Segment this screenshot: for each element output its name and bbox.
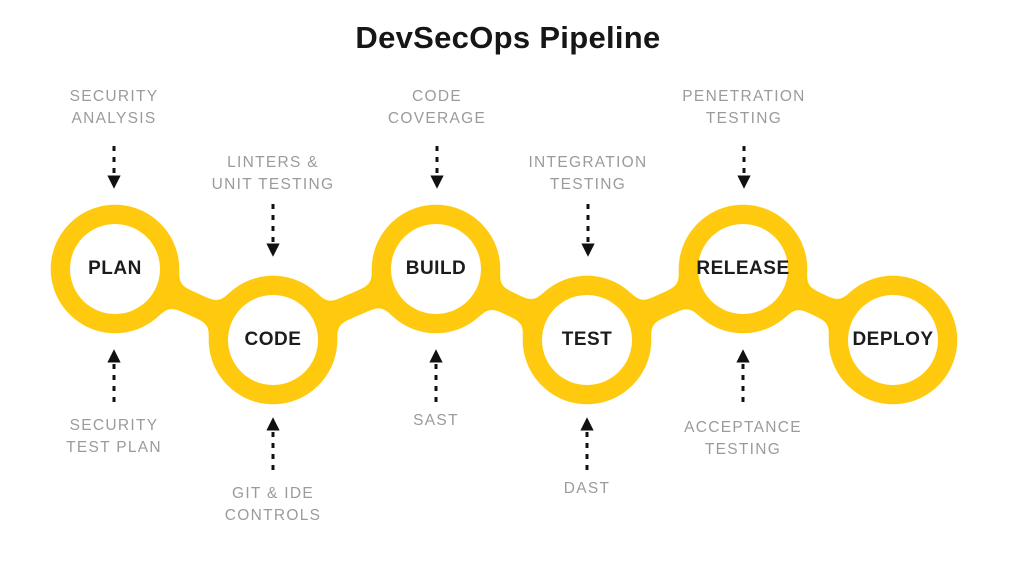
- annotation-sast: SAST: [321, 410, 551, 432]
- chain-links: [52, 206, 956, 403]
- annotation-line: LINTERS &: [227, 154, 319, 171]
- annotation-line: PENETRATION: [682, 88, 806, 105]
- annotation-line: ANALYSIS: [71, 110, 157, 127]
- stage-label-test: TEST: [561, 329, 613, 350]
- stage-hole-build: [391, 224, 481, 314]
- annotation-code-coverage: CODE COVERAGE: [322, 86, 552, 130]
- annotation-line: TESTING: [549, 176, 627, 193]
- stage-label-deploy: DEPLOY: [852, 329, 934, 350]
- annotation-integration-testing: INTEGRATION TESTING: [473, 152, 703, 196]
- stage-hole-test: [542, 295, 632, 385]
- chain-ring-holes: [70, 224, 938, 385]
- annotation-line: SECURITY: [69, 417, 159, 434]
- stage-hole-deploy: [848, 295, 938, 385]
- annotation-line: ACCEPTANCE: [684, 419, 802, 436]
- annotation-line: TEST PLAN: [66, 439, 162, 456]
- annotation-penetration-testing: PENETRATION TESTING: [629, 86, 859, 130]
- annotation-line: DAST: [563, 480, 611, 497]
- stage-label-release: RELEASE: [696, 258, 790, 279]
- page-title: DevSecOps Pipeline: [355, 20, 661, 55]
- annotation-linters-unit-testing: LINTERS & UNIT TESTING: [158, 152, 388, 196]
- annotation-acceptance-testing: ACCEPTANCE TESTING: [628, 417, 858, 461]
- stage-label-build: BUILD: [405, 258, 467, 279]
- annotation-arrows: [107, 146, 751, 470]
- annotation-line: TESTING: [704, 441, 782, 458]
- annotation-security-analysis: SECURITY ANALYSIS: [0, 86, 229, 130]
- annotation-line: CONTROLS: [224, 507, 322, 524]
- annotation-line: TESTING: [705, 110, 783, 127]
- annotation-line: INTEGRATION: [528, 154, 648, 171]
- annotation-git-ide-controls: GIT & IDE CONTROLS: [158, 483, 388, 527]
- stage-hole-plan: [70, 224, 160, 314]
- stage-hole-code: [228, 295, 318, 385]
- annotation-line: CODE: [412, 88, 462, 105]
- annotation-line: GIT & IDE: [231, 485, 315, 502]
- stage-label-plan: PLAN: [88, 258, 142, 279]
- annotation-line: SECURITY: [69, 88, 159, 105]
- stage-hole-release: [698, 224, 788, 314]
- annotation-line: SAST: [413, 412, 459, 429]
- annotation-line: COVERAGE: [387, 110, 487, 127]
- stage-label-code: CODE: [244, 329, 302, 350]
- annotation-security-test-plan: SECURITY TEST PLAN: [0, 415, 229, 459]
- annotation-line: UNIT TESTING: [211, 176, 335, 193]
- annotation-dast: DAST: [472, 478, 702, 500]
